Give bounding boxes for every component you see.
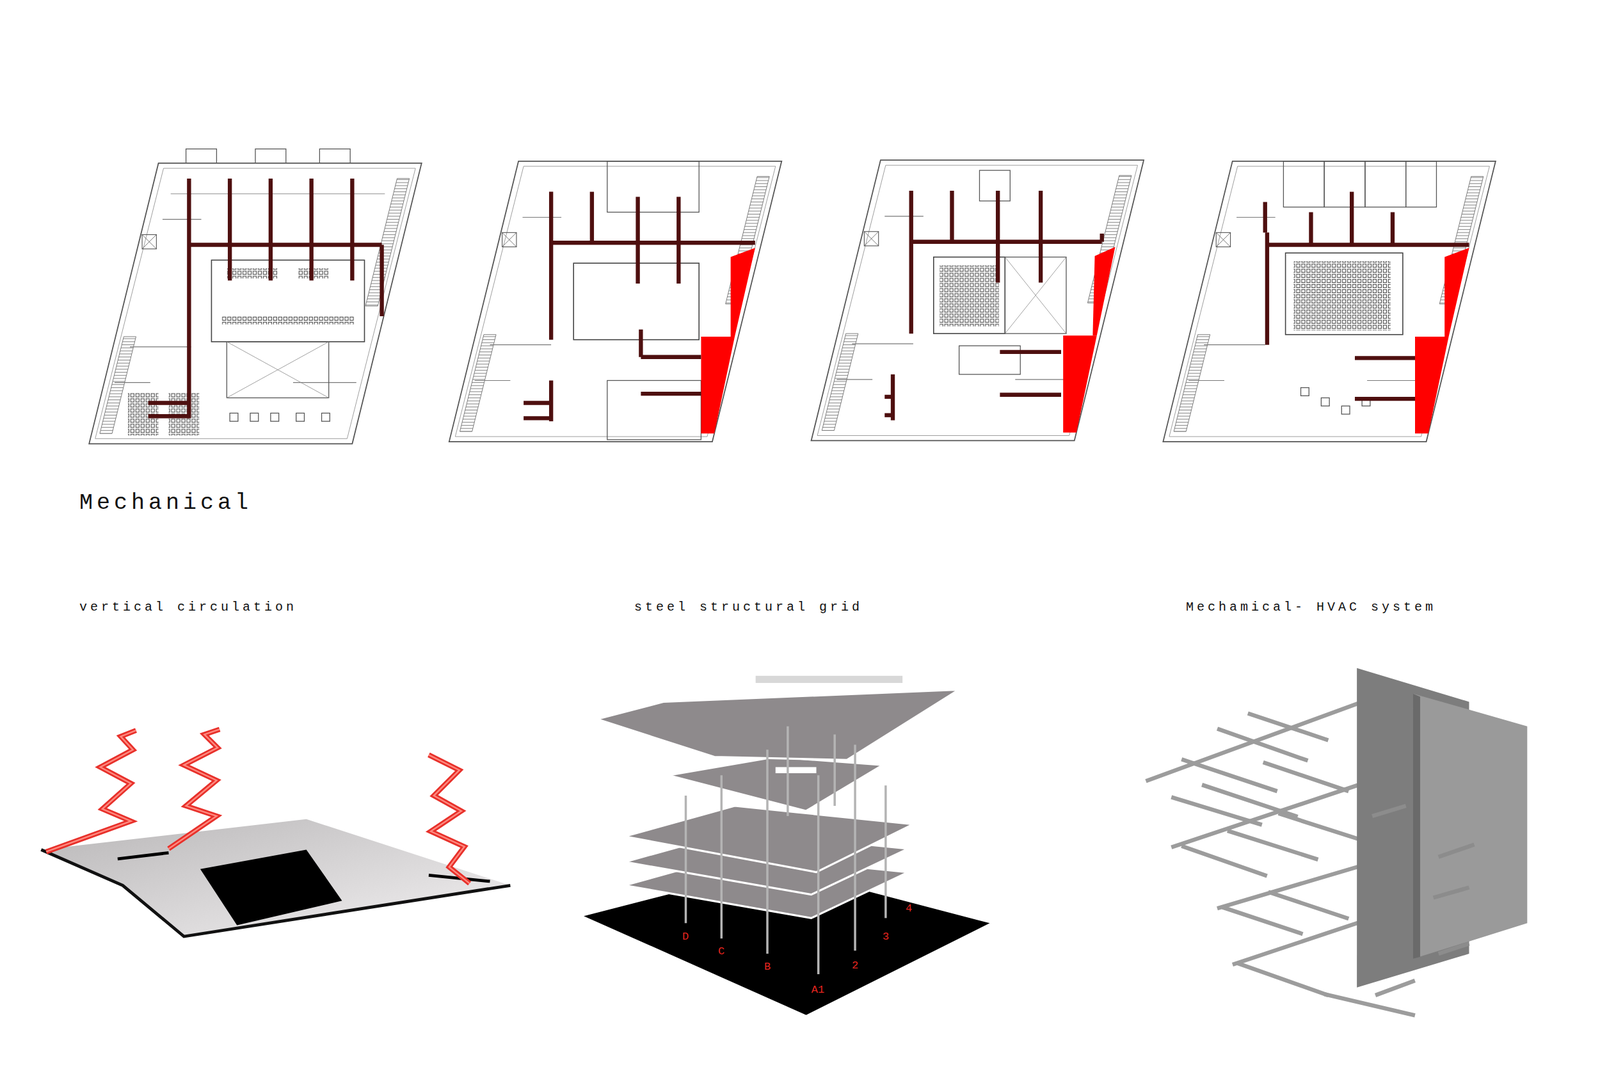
grid-line-label: B xyxy=(764,960,771,973)
diagram-heading: steel structural grid xyxy=(634,599,863,615)
grid-line-label: D xyxy=(682,930,689,943)
grid-line-label: C xyxy=(718,945,725,958)
grid-line-label: 3 xyxy=(882,930,889,943)
grid-line-label: 2 xyxy=(851,959,859,972)
diagram-heading: vertical circulation xyxy=(79,599,297,615)
grid-line-label: 4 xyxy=(905,902,912,915)
grid-line-label: A1 xyxy=(811,983,825,996)
sheet-title: Mechanical xyxy=(79,490,253,516)
diagram-heading: Mechamical- HVAC system xyxy=(1185,599,1437,615)
